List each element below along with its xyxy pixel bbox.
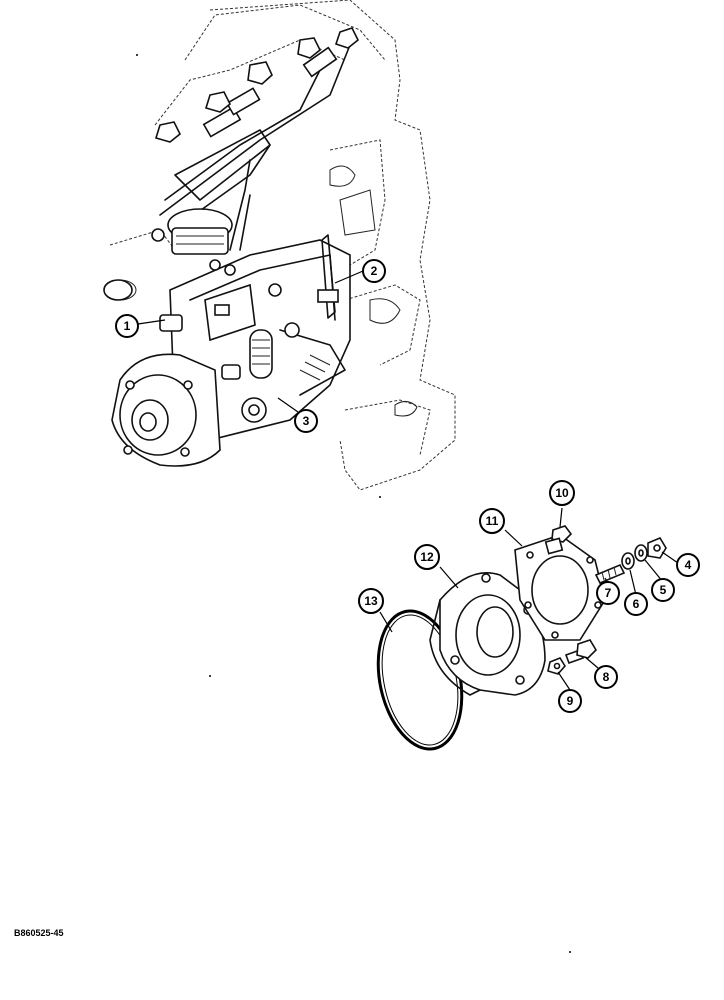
callout-10-label: 10 bbox=[555, 486, 569, 500]
callout-6-label: 6 bbox=[633, 597, 640, 611]
callout-7-label: 7 bbox=[605, 586, 612, 600]
callout-13: 13 bbox=[358, 588, 384, 614]
callout-2: 2 bbox=[362, 259, 386, 283]
callout-8: 8 bbox=[594, 665, 618, 689]
callout-2-label: 2 bbox=[371, 264, 378, 278]
injector-lines-icon bbox=[151, 27, 360, 255]
callout-13-label: 13 bbox=[364, 594, 378, 608]
callout-11-label: 11 bbox=[486, 514, 499, 528]
callout-4: 4 bbox=[676, 553, 700, 577]
callout-9: 9 bbox=[558, 689, 582, 713]
callout-5-label: 5 bbox=[660, 583, 667, 597]
callout-8-label: 8 bbox=[603, 670, 610, 684]
callout-1-label: 1 bbox=[124, 319, 131, 333]
fuel-injection-pump-icon bbox=[103, 234, 351, 467]
callout-5: 5 bbox=[651, 578, 675, 602]
figure-reference-code: B860525-45 bbox=[14, 928, 64, 938]
callout-12-label: 12 bbox=[420, 550, 434, 564]
callout-3: 3 bbox=[294, 409, 318, 433]
callout-1: 1 bbox=[115, 314, 139, 338]
callout-4-label: 4 bbox=[685, 558, 692, 572]
callout-10: 10 bbox=[549, 480, 575, 506]
hardware-fasteners-icon bbox=[544, 525, 667, 675]
callout-12: 12 bbox=[414, 544, 440, 570]
pump-mounting-adapter-icon bbox=[429, 571, 546, 696]
callout-3-label: 3 bbox=[303, 414, 310, 428]
callout-6: 6 bbox=[624, 592, 648, 616]
adapter-gasket-icon bbox=[514, 534, 606, 641]
callout-11: 11 bbox=[479, 508, 505, 534]
callout-7: 7 bbox=[596, 581, 620, 605]
callout-9-label: 9 bbox=[567, 694, 574, 708]
